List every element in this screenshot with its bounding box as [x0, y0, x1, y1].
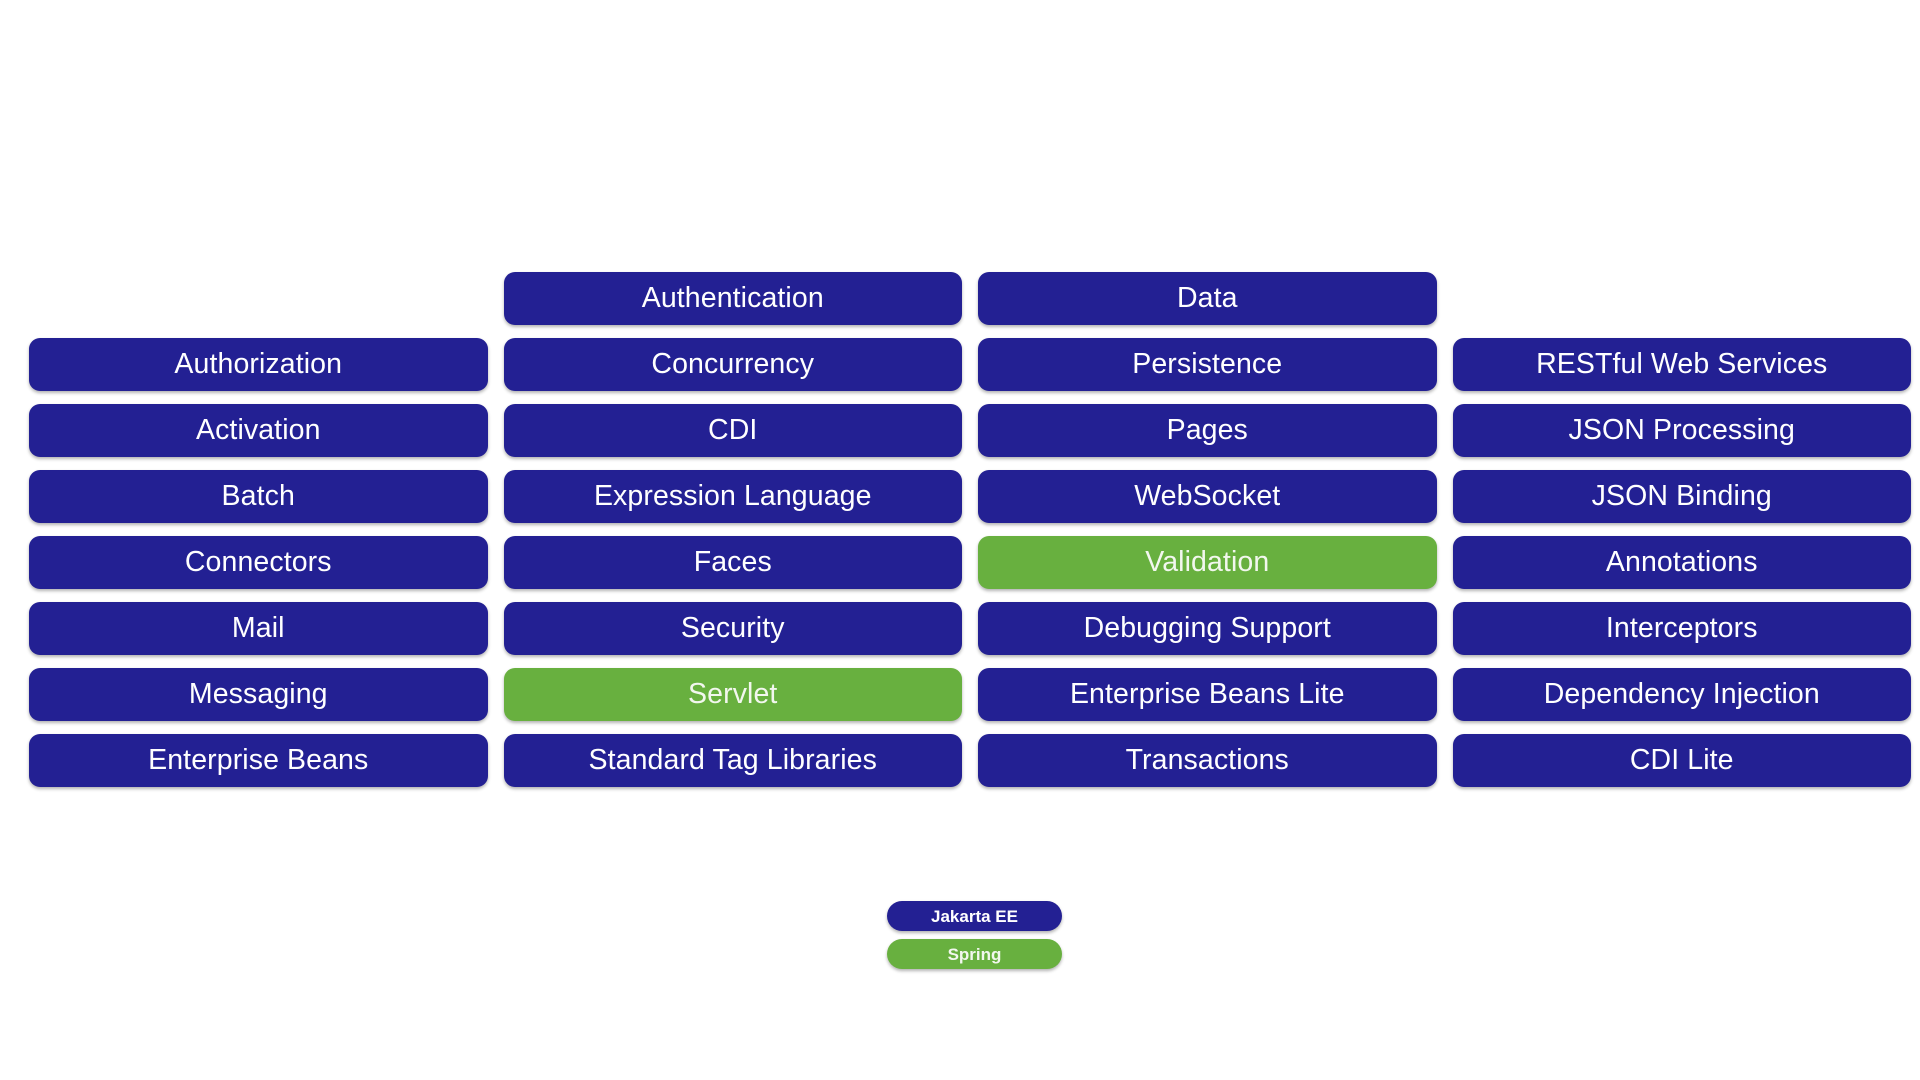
spec-chip-label: Faces: [693, 546, 772, 579]
spec-chip-label: Annotations: [1605, 546, 1758, 579]
spec-chip-label: Transactions: [1125, 744, 1289, 777]
spec-chip-label: Expression Language: [593, 480, 872, 513]
spec-chip[interactable]: Annotations: [1452, 536, 1911, 589]
spec-chip[interactable]: Faces: [503, 536, 962, 589]
spec-chip-label: Interceptors: [1605, 612, 1758, 645]
spec-chip[interactable]: JSON Binding: [1452, 470, 1911, 523]
spec-chip-label: Connectors: [184, 546, 332, 579]
spec-chip-label: Pages: [1166, 414, 1248, 447]
spec-chip[interactable]: Security: [503, 602, 962, 655]
legend-item[interactable]: Spring: [887, 939, 1062, 969]
spec-chip[interactable]: Enterprise Beans Lite: [978, 668, 1437, 721]
spec-chip[interactable]: Authentication: [503, 272, 962, 325]
spec-chip[interactable]: Messaging: [29, 668, 488, 721]
spec-chip[interactable]: CDI Lite: [1452, 734, 1911, 787]
spec-chip[interactable]: CDI: [503, 404, 962, 457]
spec-chip[interactable]: Concurrency: [503, 338, 962, 391]
spec-chip[interactable]: WebSocket: [978, 470, 1437, 523]
spec-chip-label: Activation: [195, 414, 321, 447]
spec-chip[interactable]: Transactions: [978, 734, 1437, 787]
spec-chip[interactable]: Expression Language: [503, 470, 962, 523]
spec-chip[interactable]: Batch: [29, 470, 488, 523]
spec-chip-label: CDI: [708, 414, 758, 447]
spec-chip-label: RESTful Web Services: [1536, 348, 1828, 381]
spec-chip[interactable]: Persistence: [978, 338, 1437, 391]
legend: Jakarta EE Spring: [887, 901, 1062, 969]
spec-chip-label: JSON Binding: [1591, 480, 1772, 513]
spec-chip-label: Enterprise Beans: [148, 744, 369, 777]
spec-chip-label: Servlet: [688, 678, 778, 711]
spec-chip[interactable]: Authorization: [29, 338, 488, 391]
spec-chip[interactable]: Activation: [29, 404, 488, 457]
spec-chip-label: WebSocket: [1134, 480, 1281, 513]
spec-chip-label: Validation: [1145, 546, 1270, 579]
spec-chip-label: JSON Processing: [1568, 414, 1795, 447]
spec-chip-label: Dependency Injection: [1543, 678, 1820, 711]
spec-chip-label: Standard Tag Libraries: [588, 744, 877, 777]
spec-chip-label: Batch: [221, 480, 295, 513]
spec-chip-label: CDI Lite: [1629, 744, 1734, 777]
spec-chip[interactable]: Dependency Injection: [1452, 668, 1911, 721]
spec-chip-label: Mail: [231, 612, 285, 645]
spec-chip[interactable]: Interceptors: [1452, 602, 1911, 655]
spec-chip-label: Data: [1176, 282, 1238, 315]
spec-chip-label: Messaging: [188, 678, 328, 711]
spec-chip-label: Debugging Support: [1083, 612, 1331, 645]
spec-chip-label: Security: [680, 612, 785, 645]
spec-chip[interactable]: RESTful Web Services: [1452, 338, 1911, 391]
spec-chip-label: Concurrency: [651, 348, 815, 381]
spec-chip-label: Authorization: [174, 348, 343, 381]
spec-chip[interactable]: JSON Processing: [1452, 404, 1911, 457]
legend-item-label: Jakarta EE: [931, 906, 1018, 926]
legend-item[interactable]: Jakarta EE: [887, 901, 1062, 931]
spec-chip[interactable]: Pages: [978, 404, 1437, 457]
spec-chip-label: Authentication: [641, 282, 824, 315]
spec-chip[interactable]: Mail: [29, 602, 488, 655]
spec-chip-label: Persistence: [1132, 348, 1283, 381]
spec-chip[interactable]: Enterprise Beans: [29, 734, 488, 787]
spec-chip[interactable]: Debugging Support: [978, 602, 1437, 655]
spec-chip[interactable]: Validation: [978, 536, 1437, 589]
spec-chip[interactable]: Standard Tag Libraries: [503, 734, 962, 787]
spec-chip-label: Enterprise Beans Lite: [1069, 678, 1345, 711]
legend-item-label: Spring: [947, 944, 1002, 964]
spec-chip[interactable]: Connectors: [29, 536, 488, 589]
spec-chip[interactable]: Data: [978, 272, 1437, 325]
spec-chip[interactable]: Servlet: [503, 668, 962, 721]
